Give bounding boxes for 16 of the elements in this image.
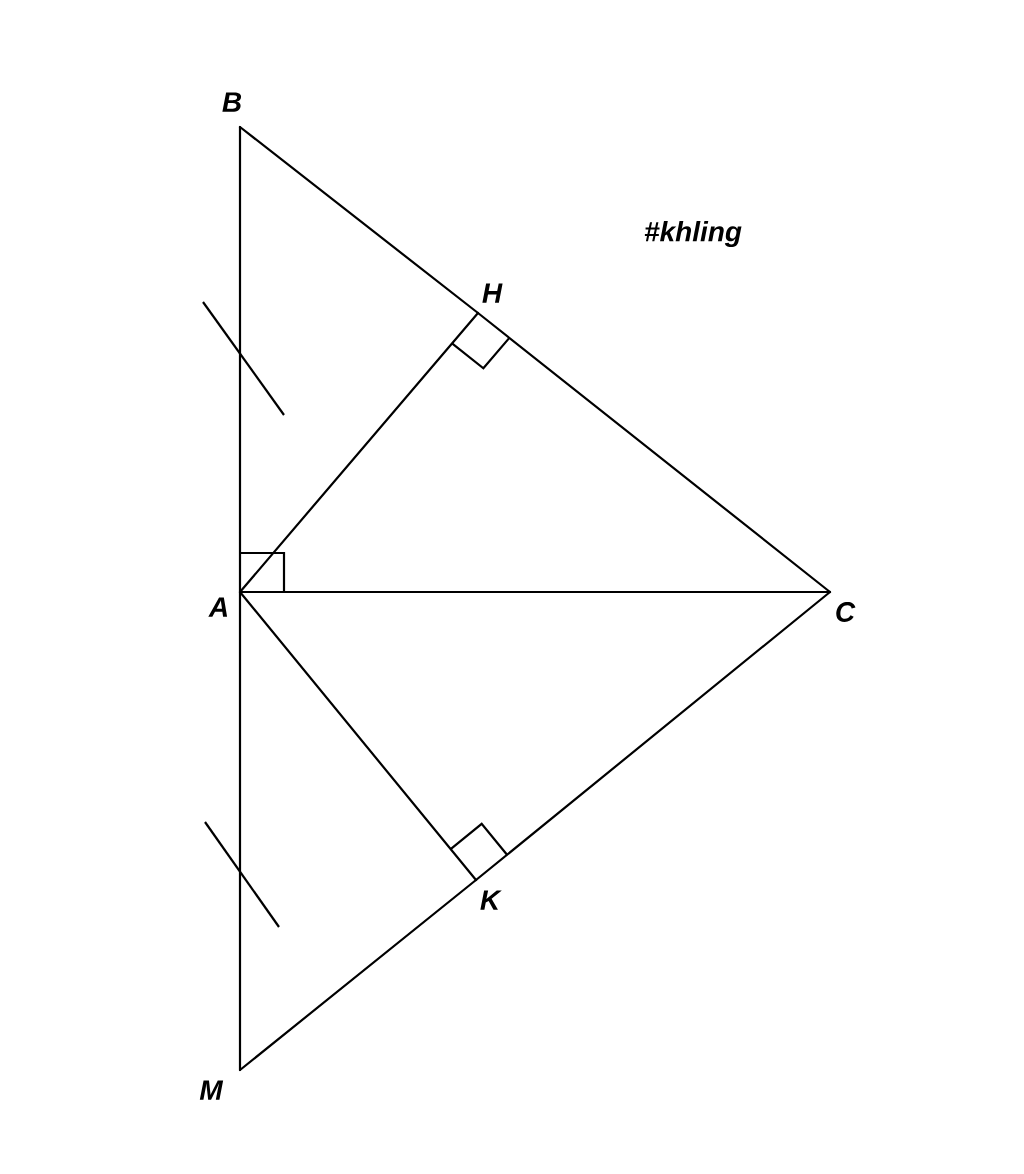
segment bbox=[238, 590, 832, 594]
note-text: #khling bbox=[644, 220, 742, 248]
point-label: B bbox=[222, 92, 242, 112]
point-label: C bbox=[836, 602, 856, 622]
point-label: M bbox=[199, 1080, 224, 1100]
segment bbox=[238, 125, 242, 594]
segment bbox=[238, 590, 478, 882]
segment bbox=[238, 311, 480, 594]
segment bbox=[238, 125, 480, 315]
segment bbox=[238, 878, 478, 1072]
segment bbox=[474, 590, 832, 882]
segment bbox=[476, 311, 832, 594]
point-label: H bbox=[482, 283, 503, 303]
segment bbox=[238, 590, 242, 1072]
point-label: A bbox=[208, 597, 228, 617]
point-label: K bbox=[480, 890, 502, 910]
